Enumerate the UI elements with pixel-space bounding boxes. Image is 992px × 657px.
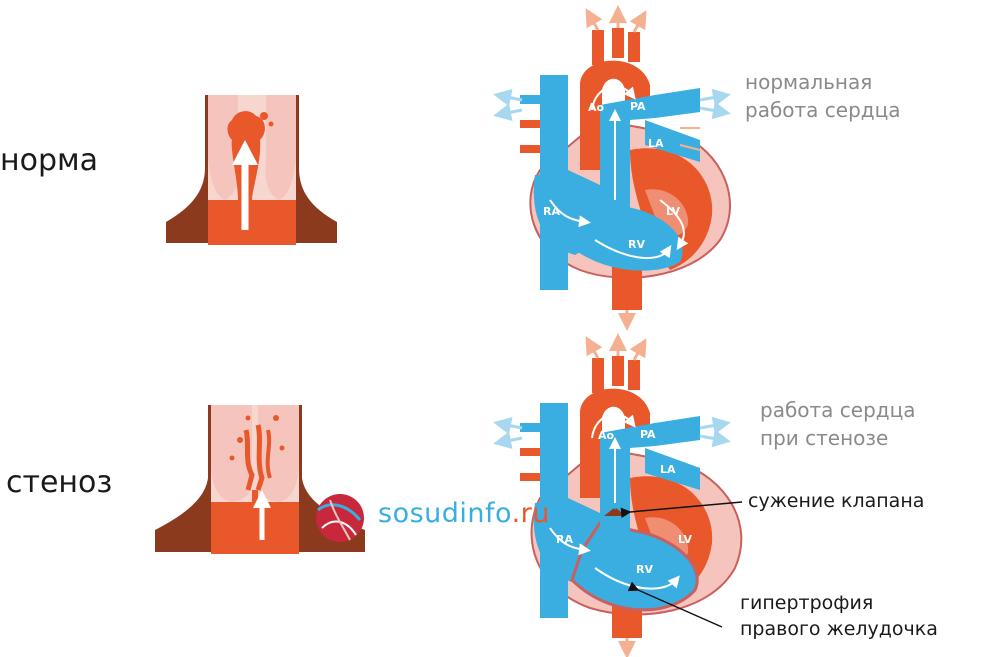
label-ao-normal: Ao	[588, 101, 605, 114]
label-lv-normal: LV	[666, 205, 680, 218]
heart-normal-illustration: Ao PA LA LV RA RV	[493, 5, 731, 331]
caption-normal-line1: нормальная	[745, 70, 873, 94]
label-la-normal: LA	[648, 137, 664, 150]
valve-normal-illustration	[166, 95, 337, 245]
callout-valve: сужение клапана	[748, 488, 924, 514]
label-normal: норма	[0, 143, 99, 178]
hypertrophy-leader-line	[627, 581, 723, 628]
label-la-stenosis: LA	[660, 463, 676, 476]
callout-hypertrophy-line2: правого желудочка	[740, 618, 938, 640]
valve-leader-line	[620, 501, 743, 519]
label-rv-normal: RV	[628, 238, 645, 251]
label-rv-stenosis: RV	[636, 563, 653, 576]
label-ao-stenosis: Ao	[598, 429, 615, 442]
caption-stenosis-line2: при стенозе	[760, 426, 889, 450]
caption-normal: нормальная работа сердца	[745, 68, 900, 124]
callout-valve-text: сужение клапана	[748, 490, 925, 512]
label-lv-stenosis: LV	[678, 533, 692, 546]
callout-hypertrophy: гипертрофия правого желудочка	[740, 590, 938, 642]
caption-stenosis: работа сердца при стенозе	[760, 396, 915, 452]
label-ra-normal: RA	[543, 205, 560, 218]
watermark-text: sosudinfo.ru	[378, 498, 550, 529]
callout-hypertrophy-line1: гипертрофия	[740, 592, 874, 614]
label-pa-stenosis: PA	[640, 428, 656, 441]
watermark-part1: sosudinfo	[378, 498, 512, 529]
watermark-part2: .ru	[511, 498, 550, 529]
label-pa-normal: PA	[630, 100, 646, 113]
label-stenosis: стеноз	[6, 465, 113, 500]
watermark-logo-icon	[316, 494, 364, 542]
label-ra-stenosis: RA	[556, 533, 573, 546]
heart-stenosis-illustration: Ao PA LA LV RA RV	[493, 333, 743, 657]
caption-normal-line2: работа сердца	[745, 98, 901, 122]
caption-stenosis-line1: работа сердца	[760, 398, 916, 422]
valve-stenosis-illustration	[155, 405, 365, 554]
